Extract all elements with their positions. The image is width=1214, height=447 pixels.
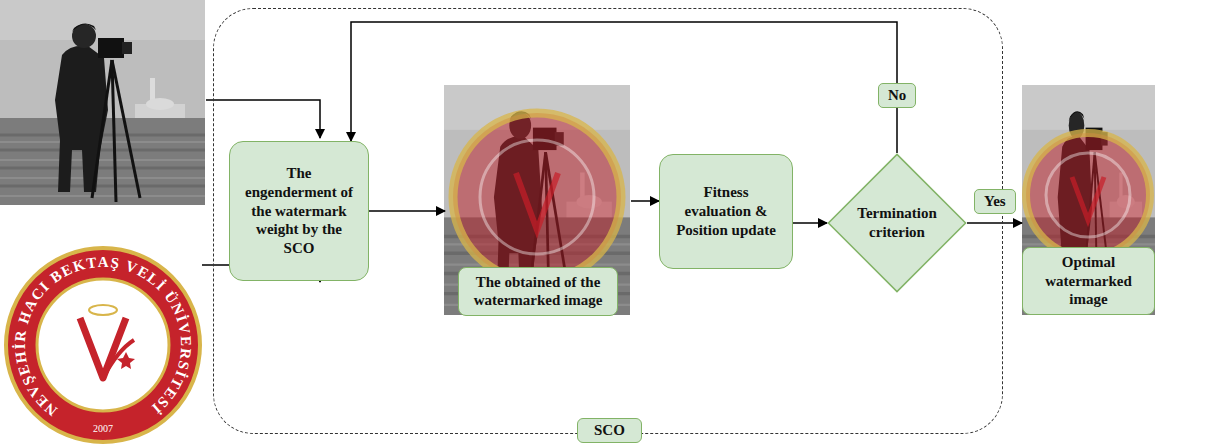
source-photo xyxy=(0,0,205,205)
decision-text: Termination criterion xyxy=(854,204,941,242)
logo-text: NEVŞEHİR HACI BEKTAŞ VELİ ÜNİVERSİTESİ xyxy=(12,254,194,419)
watermark-logo: NEVŞEHİR HACI BEKTAŞ VELİ ÜNİVERSİTESİ 2… xyxy=(6,248,200,442)
logo-emblem xyxy=(80,318,126,378)
region-tag: SCO xyxy=(577,418,642,443)
diamond-outline xyxy=(828,154,965,291)
edge-label: No xyxy=(878,83,916,108)
flow-arrow xyxy=(369,210,445,212)
logo-ring xyxy=(6,248,200,442)
image-node: The obtained of the watermarked image xyxy=(445,86,631,316)
diamond-outline xyxy=(827,153,967,293)
logo-core xyxy=(37,279,169,411)
box-text: Fitness evaluation & Position update xyxy=(670,183,782,239)
process-box: The engenderment of the watermark weight… xyxy=(229,141,369,281)
flow-arrow xyxy=(793,222,827,224)
image-caption-box: The obtained of the watermarked image xyxy=(458,267,618,317)
flow-arrow xyxy=(967,222,1022,224)
image-node: Optimal watermarked image xyxy=(1022,85,1155,315)
logo-halo xyxy=(89,305,117,315)
input-arrow xyxy=(206,100,320,138)
box-text: The engenderment of the watermark weight… xyxy=(240,164,358,258)
flow-arrow xyxy=(631,200,659,202)
sco-region: SCOThe engenderment of the watermark wei… xyxy=(213,8,1003,434)
decision-diamond: Termination criterion xyxy=(827,153,967,293)
process-box: Fitness evaluation & Position update xyxy=(659,154,793,269)
edge-label: Yes xyxy=(974,189,1016,214)
logo-text: NEVŞEHİR HACI BEKTAŞ VELİ ÜNİVERSİTESİ xyxy=(12,254,194,419)
logo-emblem xyxy=(103,340,134,378)
logo-year: 2007 xyxy=(93,423,113,434)
flow-arrow xyxy=(351,22,897,153)
logo-star xyxy=(117,352,135,369)
watermarked-photo xyxy=(1022,85,1155,315)
watermarked-photo xyxy=(444,85,630,315)
image-caption-box: Optimal watermarked image xyxy=(1022,247,1155,315)
